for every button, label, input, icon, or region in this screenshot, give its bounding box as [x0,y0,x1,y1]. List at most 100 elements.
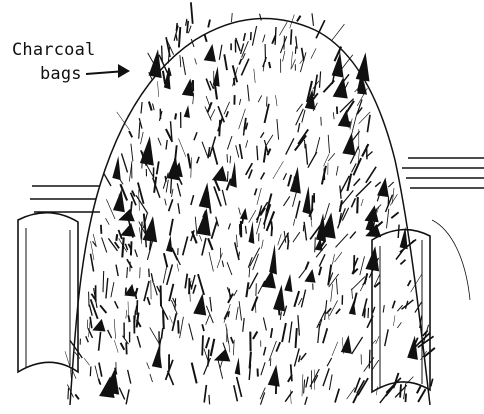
straw-stroke [392,301,395,309]
straw-stroke [191,195,194,205]
straw-stroke [224,54,227,70]
straw-stroke [288,233,289,242]
straw-stroke [336,309,340,314]
straw-stroke [258,281,265,294]
straw-stroke [315,237,316,252]
straw-stroke [111,282,114,297]
straw-stroke [166,140,167,150]
straw-stroke [291,29,292,44]
straw-stroke [352,337,363,354]
straw-stroke [90,366,91,376]
straw-stroke [388,182,393,187]
straw-stroke [325,300,327,320]
straw-clump [248,221,254,244]
straw-stroke [180,317,184,338]
straw-stroke [209,395,210,405]
straw-stroke [100,305,106,313]
straw-stroke [150,374,153,382]
straw-stroke [271,221,272,229]
straw-stroke [149,102,152,111]
straw-stroke [127,267,128,278]
straw-stroke [163,71,165,84]
annotation-charcoal-label: Charcoal [12,40,95,60]
straw-stroke [237,377,242,397]
straw-stroke [369,350,370,369]
straw-stroke [170,219,173,236]
straw-clump [240,208,248,220]
straw-stroke [305,397,307,405]
straw-stroke [291,364,292,381]
right-frame [372,158,484,392]
straw-stroke [365,273,368,284]
straw-clump [304,269,315,283]
straw-stroke [244,33,246,41]
straw-stroke [336,166,338,176]
straw-stroke [194,132,197,140]
straw-clump [212,166,227,182]
straw-stroke [122,153,128,172]
straw-stroke [352,289,353,299]
straw-stroke [243,318,245,332]
straw-stroke [364,309,365,318]
straw-stroke [119,388,125,400]
straw-stroke [393,316,395,327]
straw-stroke [222,261,223,267]
straw-stroke [263,35,265,43]
straw-stroke [121,343,125,350]
straw-stroke [321,117,322,126]
straw-stroke [148,53,154,63]
straw-stroke [304,222,306,241]
straw-stroke [304,380,305,394]
straw-clump [140,136,154,166]
straw-stroke [129,131,132,137]
straw-stroke [161,305,168,320]
straw-stroke [241,59,249,76]
straw-stroke [89,305,92,316]
straw-stroke [170,316,173,324]
straw-stroke [262,240,264,249]
straw-stroke [306,377,308,388]
straw-stroke [375,182,381,187]
straw-stroke [283,51,285,62]
straw-stroke [354,255,355,273]
straw-stroke [290,390,291,404]
straw-stroke [372,360,379,370]
straw-stroke [115,301,119,308]
straw-stroke [167,264,173,285]
straw-stroke [417,386,421,393]
straw-stroke [106,278,108,299]
straw-stroke [398,225,399,238]
straw-stroke [108,330,112,338]
straw-stroke [202,324,204,331]
straw-stroke [324,203,329,220]
straw-stroke [172,189,174,197]
straw-stroke [240,144,243,159]
straw-clump [120,223,135,237]
straw-stroke [335,252,342,262]
straw-stroke [337,107,338,115]
straw-stroke [289,322,292,343]
straw-stroke [296,328,297,348]
straw-stroke [297,16,301,22]
straw-stroke [319,254,325,266]
straw-stroke [263,57,267,67]
straw-stroke [125,244,127,250]
straw-stroke [135,249,138,257]
straw-stroke [251,32,252,40]
straw-clump [273,285,285,312]
straw-stroke [227,154,228,162]
straw-stroke [147,363,150,370]
straw-stroke [249,170,253,179]
straw-stroke [116,234,117,241]
straw-stroke [179,138,186,156]
straw-stroke [158,81,159,97]
straw-stroke [200,235,202,241]
straw-stroke [211,339,215,356]
straw-stroke [297,104,303,112]
straw-stroke [249,267,250,277]
straw-stroke [323,368,329,386]
straw-stroke [99,363,102,377]
straw-stroke [360,256,365,275]
straw-stroke [271,228,272,236]
straw-stroke [192,363,197,384]
